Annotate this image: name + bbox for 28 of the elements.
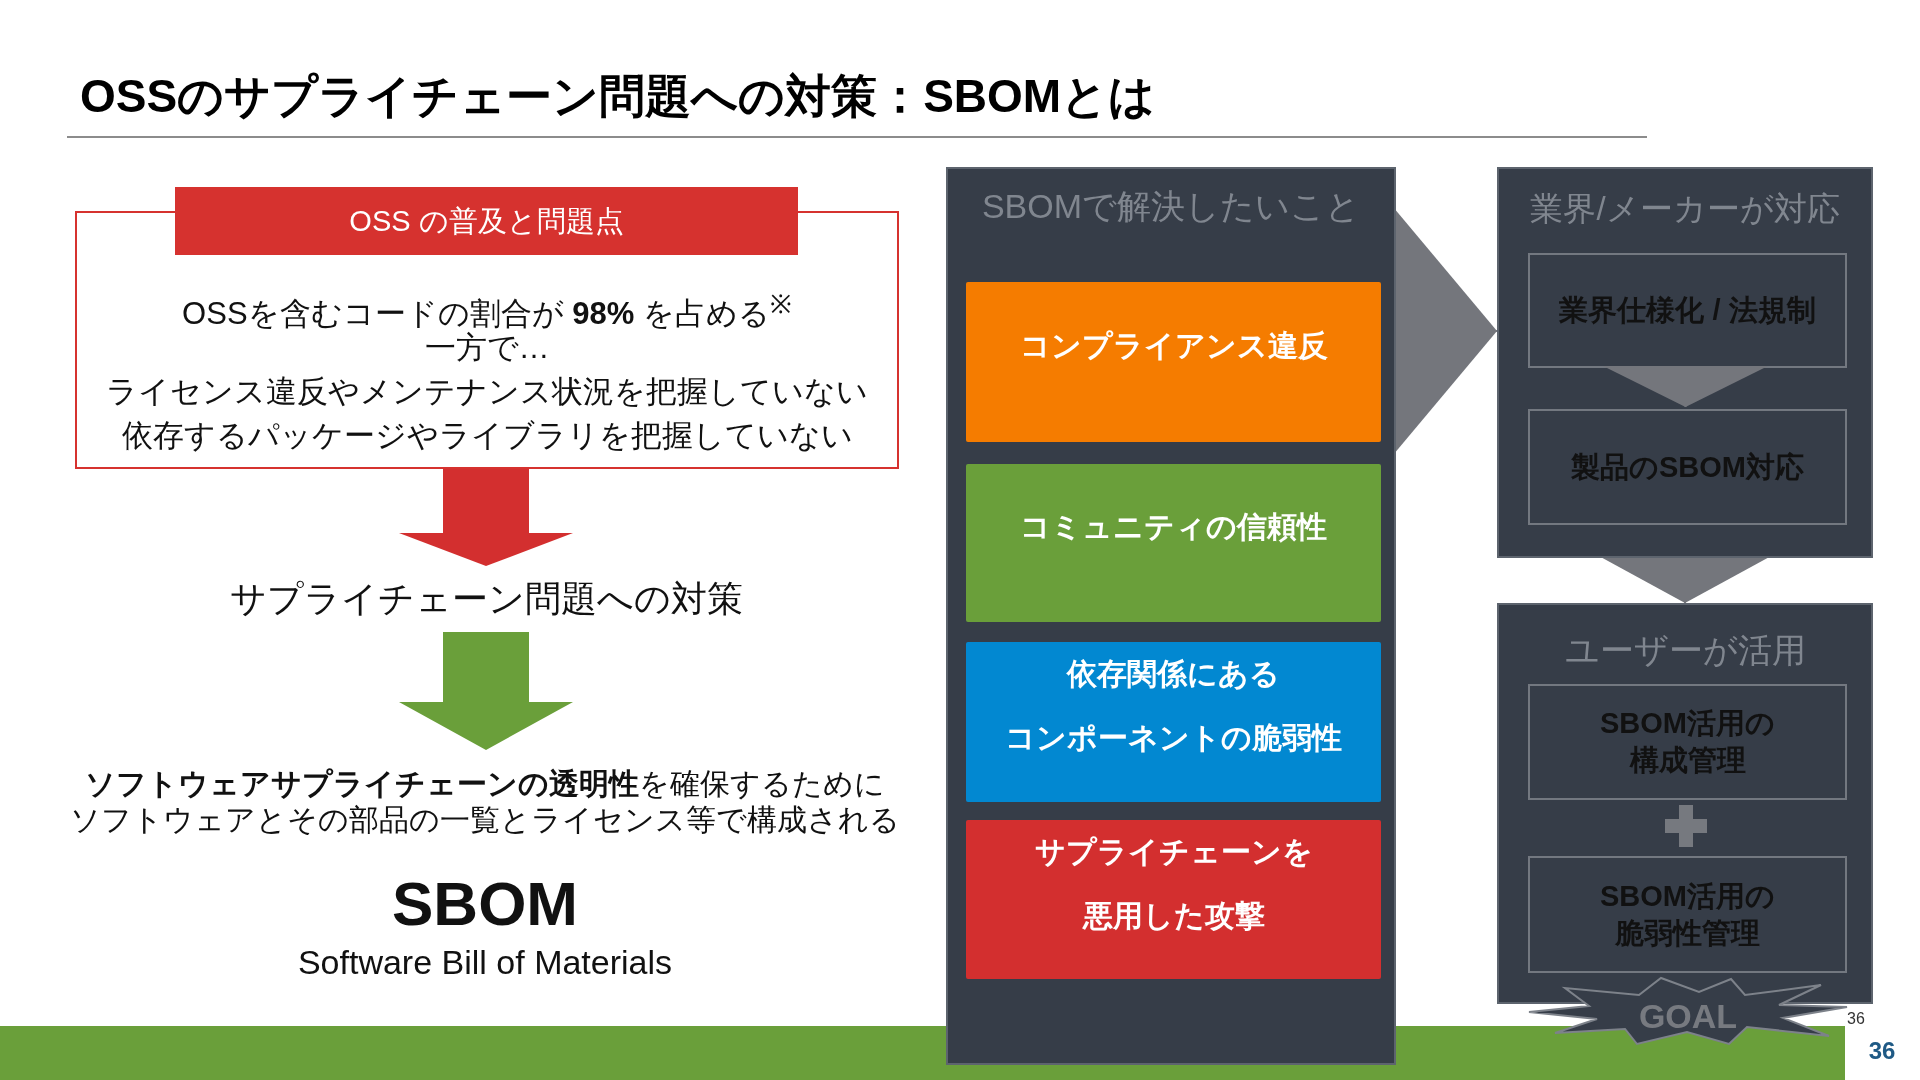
panel-title: 業界/メーカーが対応	[1530, 189, 1840, 229]
category-panel	[1497, 603, 1873, 1004]
body-text: ライセンス違反やメンテナンス状況を把握していない	[106, 373, 868, 411]
page-number: 36	[1847, 1010, 1865, 1028]
body-text: ソフトウェアサプライチェーンの透明性を確保するために	[85, 766, 885, 802]
slide-title: OSSのサプライチェーン問題への対策：SBOMとは	[80, 69, 1156, 124]
issue-card: サプライチェーンを悪用した攻撃	[966, 820, 1381, 979]
category-panel	[1497, 167, 1873, 558]
subtitle-text: Software Bill of Materials	[297, 942, 673, 983]
block-arrow	[399, 632, 573, 750]
chevron-arrow	[1602, 557, 1768, 604]
step-label: サプライチェーン問題への対策	[229, 566, 743, 632]
issue-card: コミュニティの信頼性	[966, 464, 1381, 622]
panel-title: SBOMで解決したいこと	[981, 186, 1361, 227]
category-panel	[946, 167, 1396, 1065]
starburst: GOAL	[1527, 976, 1849, 1046]
heading-band: OSS の普及と問題点	[175, 187, 798, 255]
issue-card: 依存関係にあるコンポーネントの脆弱性	[966, 642, 1381, 802]
panel-title: ユーザーが活用	[1564, 630, 1806, 671]
body-text: 一方で…	[424, 329, 550, 367]
issue-card: コンプライアンス違反	[966, 282, 1381, 442]
acronym-text: SBOM	[392, 868, 578, 940]
chevron-arrow	[1395, 210, 1498, 452]
page-number: 36	[1868, 1037, 1896, 1065]
body-text: 依存するパッケージやライブラリを把握していない	[121, 417, 853, 455]
problem-box	[75, 187, 899, 469]
block-arrow	[399, 469, 573, 566]
body-text: ソフトウェアとその部品の一覧とライセンス等で構成される	[70, 802, 900, 838]
